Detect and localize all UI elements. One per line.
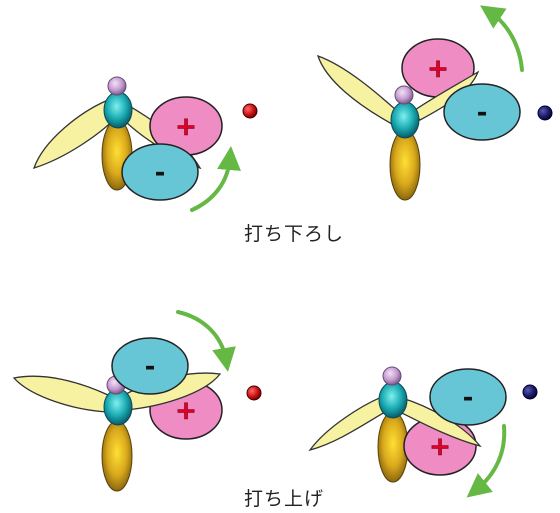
left-wing	[14, 376, 108, 412]
red-particle	[243, 104, 257, 118]
left-wing	[318, 56, 396, 124]
panel-upstroke-right: + -	[310, 367, 537, 490]
negative-sign: -	[145, 352, 156, 382]
negative-sign: -	[155, 158, 166, 188]
blue-particle	[523, 385, 537, 399]
abdomen	[102, 421, 132, 491]
positive-sign: +	[175, 112, 197, 142]
blue-particle	[538, 106, 552, 120]
rotation-arrow	[490, 12, 522, 70]
head	[108, 77, 126, 95]
head	[395, 86, 413, 104]
positive-sign: +	[429, 432, 451, 462]
positive-sign: +	[175, 396, 197, 426]
thorax	[104, 389, 132, 425]
positive-sign: +	[427, 54, 449, 84]
thorax	[104, 92, 132, 128]
upstroke-caption: 打ち上げ	[244, 484, 324, 511]
panel-downstroke-right: + -	[318, 12, 552, 200]
rotation-arrow	[476, 426, 504, 490]
negative-sign: -	[477, 98, 488, 128]
downstroke-caption: 打ち下ろし	[244, 219, 344, 246]
panel-downstroke-left: + -	[34, 77, 257, 210]
panel-upstroke-left: + -	[14, 312, 261, 491]
head	[383, 367, 401, 385]
thorax	[379, 382, 407, 418]
abdomen	[390, 130, 420, 200]
red-particle	[247, 386, 261, 400]
rotation-arrow	[178, 312, 226, 360]
negative-sign: -	[463, 383, 474, 413]
thorax	[391, 102, 419, 138]
